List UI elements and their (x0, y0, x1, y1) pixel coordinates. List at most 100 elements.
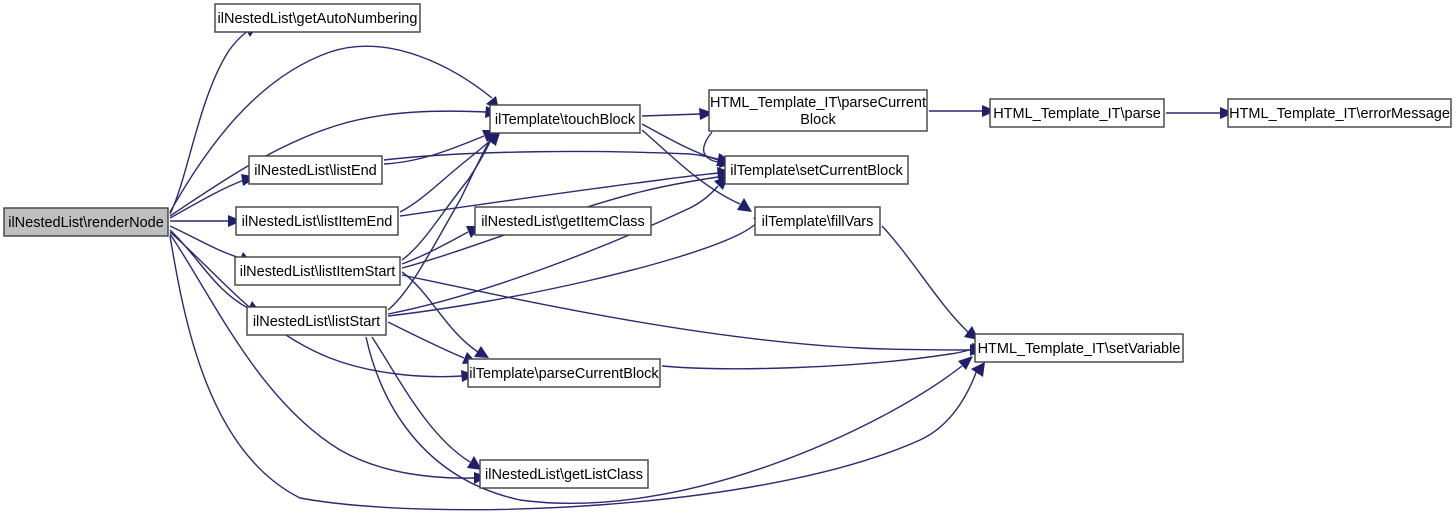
edge-line (401, 271, 479, 353)
edge-line (401, 176, 719, 269)
graph-node-htmlErrorMessage[interactable]: HTML_Template_IT\errorMessage (1227, 98, 1452, 128)
graph-edge-listStart-to-getListClass (371, 336, 482, 470)
node-label: ilNestedList\listItemStart (240, 264, 396, 280)
edge-line (169, 45, 493, 213)
edge-line (702, 131, 721, 163)
graph-node-renderNode[interactable]: ilNestedList\renderNode (3, 207, 169, 237)
arrowhead-icon (474, 346, 489, 358)
graph-edge-listStart-to-touchBlock (387, 130, 499, 311)
edge-line (401, 141, 491, 261)
node-box[interactable] (974, 333, 1184, 363)
edge-line (169, 179, 245, 219)
edge-line (387, 139, 491, 311)
node-label: ilTemplate\touchBlock (495, 112, 636, 128)
node-box[interactable] (989, 98, 1165, 128)
graph-edge-listStart-to-setVariable (365, 336, 973, 504)
arrowhead-icon (699, 108, 714, 120)
graph-edge-touchBlock-to-htmlParseCurrentBlock (641, 108, 714, 120)
edge-line (169, 233, 475, 479)
node-label: HTML_Template_IT\setVariable (978, 341, 1181, 357)
graph-edge-renderNode-to-listItemEnd (170, 215, 242, 227)
graph-node-fillVars[interactable]: ilTemplate\fillVars (754, 206, 881, 236)
graph-edge-listStart-to-parseCurrentBlock (387, 321, 477, 364)
graph-node-getAutoNumbering[interactable]: ilNestedList\getAutoNumbering (214, 3, 421, 33)
graph-node-getListClass[interactable]: ilNestedList\getListClass (479, 459, 649, 489)
graph-edge-renderNode-to-touchBlock (169, 45, 499, 213)
arrowhead-icon (1220, 107, 1234, 119)
edge-line (383, 150, 719, 161)
graph-node-htmlParse[interactable]: HTML_Template_IT\parse (989, 98, 1165, 128)
edge-line (401, 231, 469, 265)
graph-edge-htmlParseCurrentBlock-to-htmlParse (929, 105, 996, 117)
node-label: ilNestedList\listStart (253, 314, 380, 330)
edge-line (169, 29, 250, 215)
node-box[interactable] (248, 155, 383, 185)
node-label: ilNestedList\listEnd (254, 163, 377, 179)
arrowhead-icon (485, 130, 499, 145)
node-box[interactable] (214, 3, 421, 33)
node-label: ilNestedList\getListClass (485, 467, 643, 483)
arrowhead-icon (737, 198, 752, 212)
graph-node-listEnd[interactable]: ilNestedList\listEnd (248, 155, 383, 185)
node-label: ilTemplate\fillVars (762, 214, 874, 230)
node-box[interactable] (474, 206, 652, 236)
node-box[interactable] (754, 206, 881, 236)
node-label: ilTemplate\setCurrentBlock (730, 163, 903, 179)
node-box[interactable] (246, 306, 387, 336)
node-label: HTML_Template_IT\parseCurrent (710, 95, 926, 111)
graph-edge-renderNode-to-getAutoNumbering (169, 24, 258, 215)
graph-nodes-layer: ilNestedList\renderNode ilNestedList\getA… (3, 3, 1452, 489)
node-label: ilNestedList\renderNode (8, 215, 164, 231)
node-box[interactable] (234, 256, 401, 286)
node-box[interactable] (479, 459, 649, 489)
graph-node-setCurrentBlock[interactable]: ilTemplate\setCurrentBlock (724, 155, 909, 185)
node-box[interactable] (467, 358, 661, 388)
graph-node-parseCurrentBlock[interactable]: ilTemplate\parseCurrentBlock (467, 358, 661, 388)
edge-line (387, 222, 758, 317)
node-box[interactable] (3, 207, 169, 237)
node-label: HTML_Template_IT\parse (993, 106, 1161, 122)
graph-node-listItemEnd[interactable]: ilNestedList\listItemEnd (235, 206, 399, 236)
node-box[interactable] (708, 89, 928, 132)
graph-edge-listStart-to-setCurrentBlock (387, 176, 728, 315)
graph-node-setVariable[interactable]: HTML_Template_IT\setVariable (974, 333, 1184, 363)
node-box[interactable] (235, 206, 399, 236)
edge-line (365, 336, 963, 504)
node-box[interactable] (489, 104, 641, 134)
node-label: HTML_Template_IT\errorMessage (1229, 106, 1450, 122)
edge-line (641, 129, 741, 205)
edge-line (169, 231, 463, 378)
graph-node-listStart[interactable]: ilNestedList\listStart (246, 306, 387, 336)
edge-line (881, 225, 969, 333)
arrowhead-icon (971, 362, 985, 377)
graph-edge-fillVars-to-setVariable (881, 225, 979, 340)
edge-line (399, 139, 492, 213)
node-label: ilTemplate\parseCurrentBlock (469, 366, 659, 382)
node-label: ilNestedList\getAutoNumbering (218, 11, 418, 27)
graph-edge-parseCurrentBlock-to-setVariable (661, 343, 987, 370)
edge-line (641, 113, 701, 117)
graph-node-listItemStart[interactable]: ilNestedList\listItemStart (234, 256, 401, 286)
node-box[interactable] (1227, 98, 1452, 128)
arrowhead-icon (467, 456, 482, 470)
graph-edge-listItemEnd-to-touchBlock (399, 130, 501, 213)
edge-line (661, 348, 973, 370)
node-label: Block (800, 112, 836, 128)
graph-node-touchBlock[interactable]: ilTemplate\touchBlock (489, 104, 641, 134)
graph-edge-listItemStart-to-parseCurrentBlock (401, 271, 489, 358)
arrowhead-icon (958, 356, 973, 370)
edge-line (169, 229, 249, 309)
edge-line (371, 336, 471, 463)
edge-line (399, 172, 719, 217)
node-label: ilNestedList\listItemEnd (242, 214, 393, 230)
arrowhead-icon (982, 105, 996, 117)
graph-node-getItemClass[interactable]: ilNestedList\getItemClass (474, 206, 652, 236)
node-box[interactable] (724, 155, 909, 185)
edge-line (383, 135, 485, 165)
edge-line (401, 274, 971, 351)
graph-edge-htmlParse-to-htmlErrorMessage (1166, 107, 1234, 119)
graph-node-htmlParseCurrentBlock[interactable]: HTML_Template_IT\parseCurrentBlock (708, 89, 928, 132)
edge-line (641, 123, 719, 161)
